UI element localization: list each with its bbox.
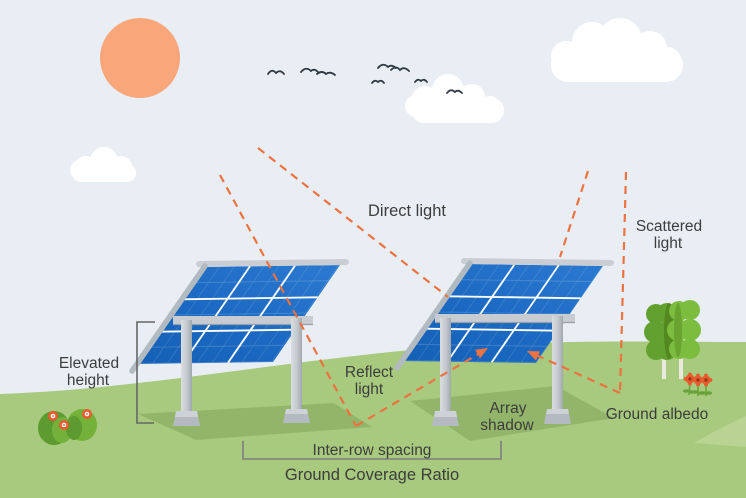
panel-frame-top (196, 259, 349, 267)
solar-panel-right (394, 258, 614, 426)
panel-frame-top (461, 258, 614, 266)
bird-icon (316, 71, 336, 76)
solar-panel-left (129, 259, 349, 426)
panel-frame-side (129, 263, 208, 374)
cloud-icon-left (70, 147, 136, 182)
reflect-light-ray-in (219, 174, 357, 427)
ray-arrowhead (475, 348, 488, 359)
light-rays (219, 147, 628, 427)
bird-icon (377, 63, 397, 69)
scattered-light-ray (558, 170, 590, 258)
ray-arrowhead (527, 351, 540, 361)
reflect-light-ray-out (355, 352, 481, 427)
support-post (552, 316, 563, 411)
cloud-icon-middle (405, 74, 504, 123)
support-post (291, 318, 302, 411)
bird-icon (446, 89, 463, 94)
cloud-icon-right (551, 18, 683, 82)
sun-icon (100, 18, 180, 98)
bird-icon (414, 78, 428, 83)
reflect-light-label: light (355, 381, 384, 398)
ground-albedo-ray (535, 353, 621, 395)
mounting-rail (435, 314, 575, 322)
tree-trunk (679, 358, 683, 379)
reflect-light-label: Reflect (345, 364, 394, 381)
scattered-light-label: light (654, 235, 683, 252)
bird-icon (390, 66, 410, 72)
panel-frame-side (394, 260, 473, 371)
labels: Direct light Scattered light Reflect lig… (59, 202, 708, 484)
support-post (181, 320, 192, 413)
bush-flower-icon (59, 420, 69, 430)
elevated-height-label: height (67, 372, 110, 389)
bird-icon (267, 69, 285, 75)
inter-row-spacing-label: Inter-row spacing (313, 442, 432, 459)
tree-icon (667, 300, 701, 359)
bush-icon (66, 416, 82, 440)
bushes (38, 409, 97, 445)
scattered-light-label: Scattered (636, 218, 702, 235)
flower-icon (691, 373, 705, 396)
measurements (136, 321, 502, 460)
support-post (440, 318, 451, 412)
direct-light-label: Direct light (368, 202, 446, 220)
grass-highlight-hill (694, 416, 746, 447)
bird-icon (371, 79, 385, 84)
mounting-rail (173, 316, 313, 324)
scattered-light-ray (618, 171, 628, 394)
inter-row-spacing-bracket (242, 441, 502, 460)
bird-icon (300, 67, 319, 73)
elevated-height-bracket (136, 321, 155, 424)
trees (644, 300, 713, 396)
ground-albedo-label: Ground albedo (606, 406, 709, 423)
birds-flock (267, 63, 463, 94)
direct-light-ray (257, 147, 449, 298)
ground-coverage-ratio-label: Ground Coverage Ratio (285, 466, 459, 484)
flower-icon (699, 373, 713, 396)
bush-flower-icon (48, 411, 58, 421)
elevated-height-label: Elevated (59, 355, 119, 372)
array-shadow-label: shadow (480, 417, 534, 434)
tree-trunk (662, 358, 666, 379)
array-shadow-label: Array (489, 400, 526, 417)
bush-flower-icon (82, 409, 92, 419)
